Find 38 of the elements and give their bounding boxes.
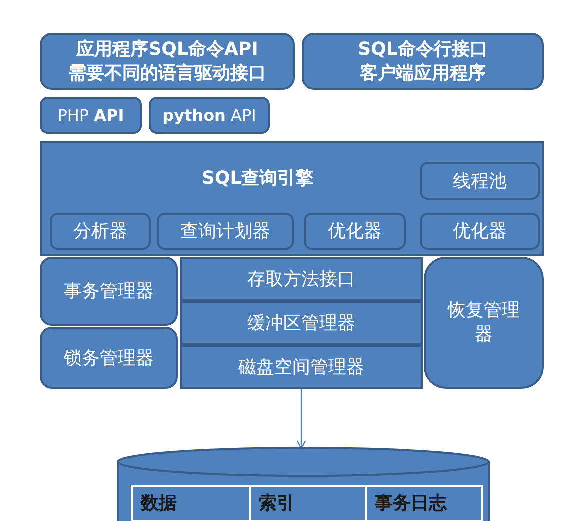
arrow	[296, 389, 306, 450]
node-text: 客户端应用程序	[360, 62, 486, 86]
node-text: python API	[162, 104, 256, 126]
component-box	[304, 213, 406, 250]
interface-box	[302, 33, 544, 90]
node-text: 优化器	[328, 220, 382, 244]
node-text: 应用程序SQL命令API	[76, 38, 258, 62]
node-text: 需要不同的语言驱动接口	[68, 62, 266, 86]
interface-box	[40, 33, 295, 90]
manager-box	[40, 327, 178, 389]
table-cell-text: 数据	[140, 492, 178, 516]
node-text: 磁盘空间管理器	[238, 356, 364, 380]
node-text: 分析器	[74, 220, 128, 244]
api-box	[40, 97, 142, 134]
table-cell: 事务日志	[365, 487, 481, 520]
node-text: 优化器	[453, 220, 507, 244]
manager-box	[40, 257, 178, 326]
node-text: PHP API	[58, 104, 124, 126]
node-text: 锁务管理器	[64, 346, 154, 370]
engine-title: SQL查询引擎	[202, 167, 314, 191]
table-cell: 索引	[249, 487, 365, 520]
component-box	[157, 213, 294, 250]
engine-panel	[40, 141, 544, 256]
node-text: 缓冲区管理器	[248, 312, 356, 336]
manager-box	[424, 257, 544, 389]
node-text: SQL命令行接口	[358, 38, 488, 62]
layer-box	[180, 345, 423, 389]
component-box	[420, 162, 540, 200]
node-text: 恢复管理器	[446, 299, 521, 347]
layer-box	[180, 257, 423, 301]
component-box	[50, 213, 151, 250]
node-text: 线程池	[453, 170, 507, 194]
node-text: 存取方法接口	[248, 268, 356, 292]
api-box	[149, 97, 270, 134]
layer-box	[180, 301, 423, 345]
node-text: 查询计划器	[180, 220, 270, 244]
node-text: 事务管理器	[64, 280, 154, 304]
component-box	[420, 213, 540, 250]
